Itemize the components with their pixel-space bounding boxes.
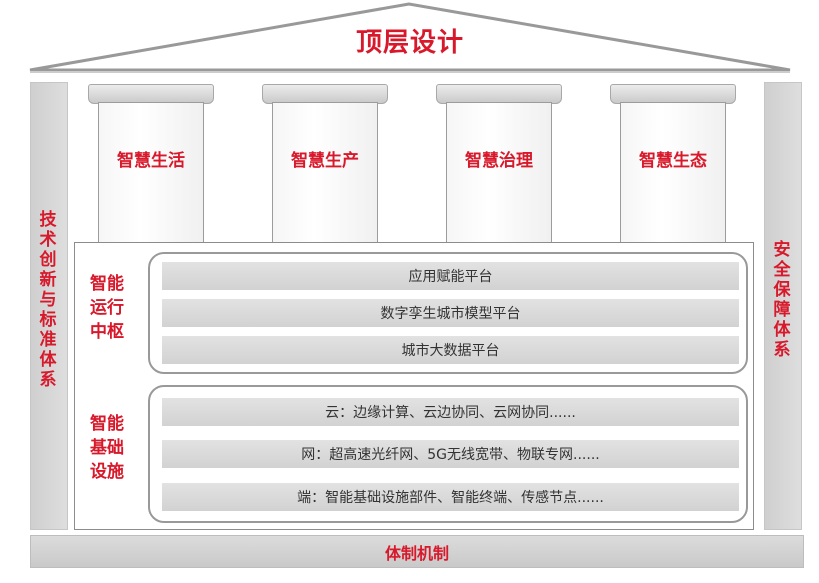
right-pillar-char: 保 — [773, 280, 791, 300]
left-pillar-char: 与 — [39, 290, 57, 310]
right-pillar-char: 全 — [773, 260, 791, 280]
left-side-pillar — [30, 82, 68, 530]
foundation-bar: 体制机制 — [30, 535, 804, 568]
hub-label-line: 运行 — [90, 298, 124, 318]
infra-bar-network: 网：超高速光纤网、5G无线宽带、物联专网...... — [162, 440, 739, 468]
infra-label-line: 基础 — [90, 438, 124, 458]
left-pillar-text: 技 术 创 新 与 标 准 体 系 — [30, 185, 66, 415]
right-side-pillar — [764, 82, 802, 530]
left-pillar-char: 创 — [39, 250, 57, 270]
foundation-label: 体制机制 — [384, 543, 449, 563]
hub-bar-application: 应用赋能平台 — [162, 262, 739, 290]
column-capital — [436, 84, 562, 104]
left-pillar-char: 标 — [39, 310, 57, 330]
left-pillar-char: 准 — [39, 330, 57, 350]
left-pillar-char: 新 — [39, 270, 57, 290]
right-pillar-char: 安 — [773, 240, 791, 260]
hub-label-line: 智能 — [90, 274, 124, 294]
column-capital — [88, 84, 214, 104]
left-pillar-char: 体 — [39, 350, 57, 370]
roof — [29, 2, 791, 73]
right-pillar-char: 系 — [773, 340, 791, 360]
infra-label-line: 智能 — [90, 414, 124, 434]
infra-bar-cloud: 云：边缘计算、云边协同、云网协同...... — [162, 398, 739, 426]
hub-label: 智能 运行 中枢 — [90, 272, 124, 344]
infra-bar-terminal: 端：智能基础设施部件、智能终端、传感节点...... — [162, 483, 739, 511]
infra-label: 智能 基础 设施 — [90, 412, 124, 484]
right-pillar-char: 障 — [773, 300, 791, 320]
column-label: 智慧生活 — [117, 151, 185, 171]
roof-shape — [29, 2, 791, 72]
right-pillar-char: 体 — [773, 320, 791, 340]
column-label: 智慧治理 — [465, 151, 533, 171]
infra-label-line: 设施 — [90, 462, 124, 482]
left-pillar-char: 术 — [39, 230, 57, 250]
right-pillar-text: 安 全 保 障 体 系 — [764, 225, 800, 375]
hub-bar-big-data: 城市大数据平台 — [162, 336, 739, 364]
column-label: 智慧生产 — [291, 151, 359, 171]
left-pillar-char: 技 — [39, 210, 57, 230]
column-label: 智慧生态 — [639, 151, 707, 171]
roof-title: 顶层设计 — [355, 28, 464, 58]
column-capital — [262, 84, 388, 104]
column-capital — [610, 84, 736, 104]
hub-label-line: 中枢 — [90, 322, 124, 342]
hub-bar-digital-twin: 数字孪生城市模型平台 — [162, 299, 739, 327]
left-pillar-char: 系 — [39, 370, 57, 390]
